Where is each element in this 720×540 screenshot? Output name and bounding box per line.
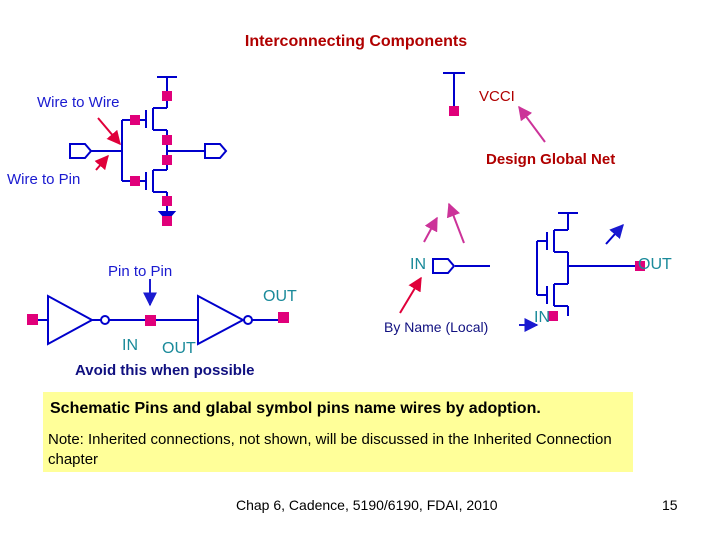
pin-squares-left (130, 91, 172, 226)
in-pin-center (432, 258, 456, 274)
vcci-pin-square (449, 106, 459, 116)
arrow-global-to-in (446, 202, 465, 244)
arrow-design-global-net (518, 105, 546, 143)
note-heading: Schematic Pins and glabal symbol pins na… (50, 400, 541, 417)
label-avoid: Avoid this when possible (75, 362, 255, 379)
note-body: Note: Inherited connections, not shown, … (48, 431, 612, 468)
label-in-right: IN (534, 309, 550, 326)
arrow-vcci-to-in (423, 216, 438, 243)
label-by-name-local: By Name (Local) (384, 319, 489, 335)
label-out-mid: OUT (263, 288, 297, 305)
note-box (43, 392, 633, 472)
label-in-bottom-left: IN (122, 337, 138, 354)
arrow-ground-right (605, 223, 624, 245)
input-pin-left (69, 143, 93, 159)
pin-squares-right (548, 261, 645, 321)
transistor-stack-right (455, 212, 640, 316)
label-out-bottom-left: OUT (162, 340, 196, 357)
page-number: 15 (662, 497, 678, 513)
arrow-by-name-in-center (399, 276, 422, 314)
label-vcci: VCCI (479, 88, 515, 105)
label-pin-to-pin: Pin to Pin (108, 263, 173, 280)
buffer-chain (34, 294, 282, 346)
label-wire-to-pin: Wire to Pin (7, 171, 81, 188)
label-wire-to-wire: Wire to Wire (37, 94, 120, 111)
footer-text: Chap 6, Cadence, 5190/6190, FDAI, 2010 (236, 497, 498, 513)
label-in-center: IN (410, 256, 426, 273)
page-title: Interconnecting Components (244, 33, 468, 50)
arrow-wire-to-pin (94, 154, 109, 171)
label-design-global-net: Design Global Net (486, 151, 616, 168)
label-out-right: OUT (638, 256, 672, 273)
vcci-symbol (443, 72, 465, 110)
pin-squares-bottom (27, 312, 289, 326)
arrow-wire-to-wire (97, 117, 121, 146)
